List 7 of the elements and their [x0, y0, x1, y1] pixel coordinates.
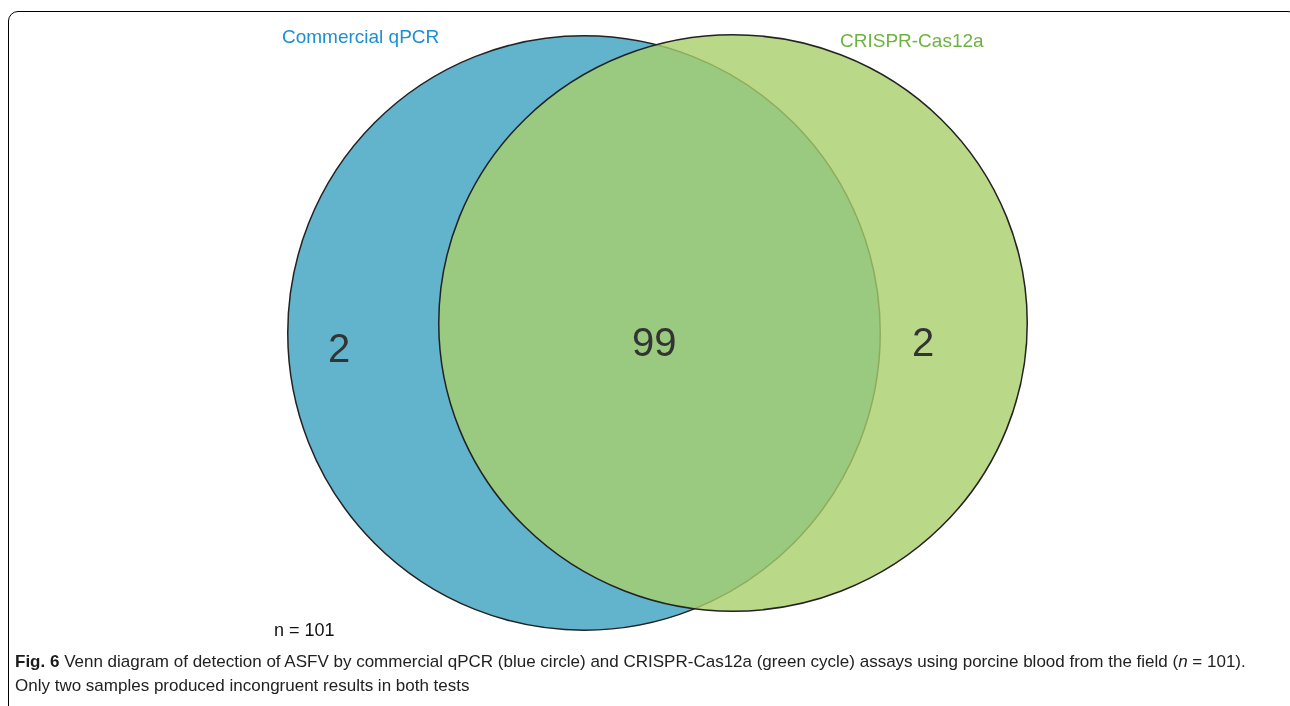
sample-size-label: n = 101 [274, 620, 335, 641]
set-label: Commercial qPCR [282, 26, 440, 48]
count-label: 2 [912, 320, 935, 365]
count-label: 99 [632, 320, 677, 365]
figure-caption: Fig. 6 Venn diagram of detection of ASFV by commercial qPCR (blue circle) and CRISPR-Cas12a (green cycle) assays using porcine blood from the field (n = 101). Only two samples produced incongruent results in both tests [15, 651, 1247, 697]
set-label: CRISPR-Cas12a [840, 30, 984, 52]
count-label: 2 [328, 326, 351, 371]
